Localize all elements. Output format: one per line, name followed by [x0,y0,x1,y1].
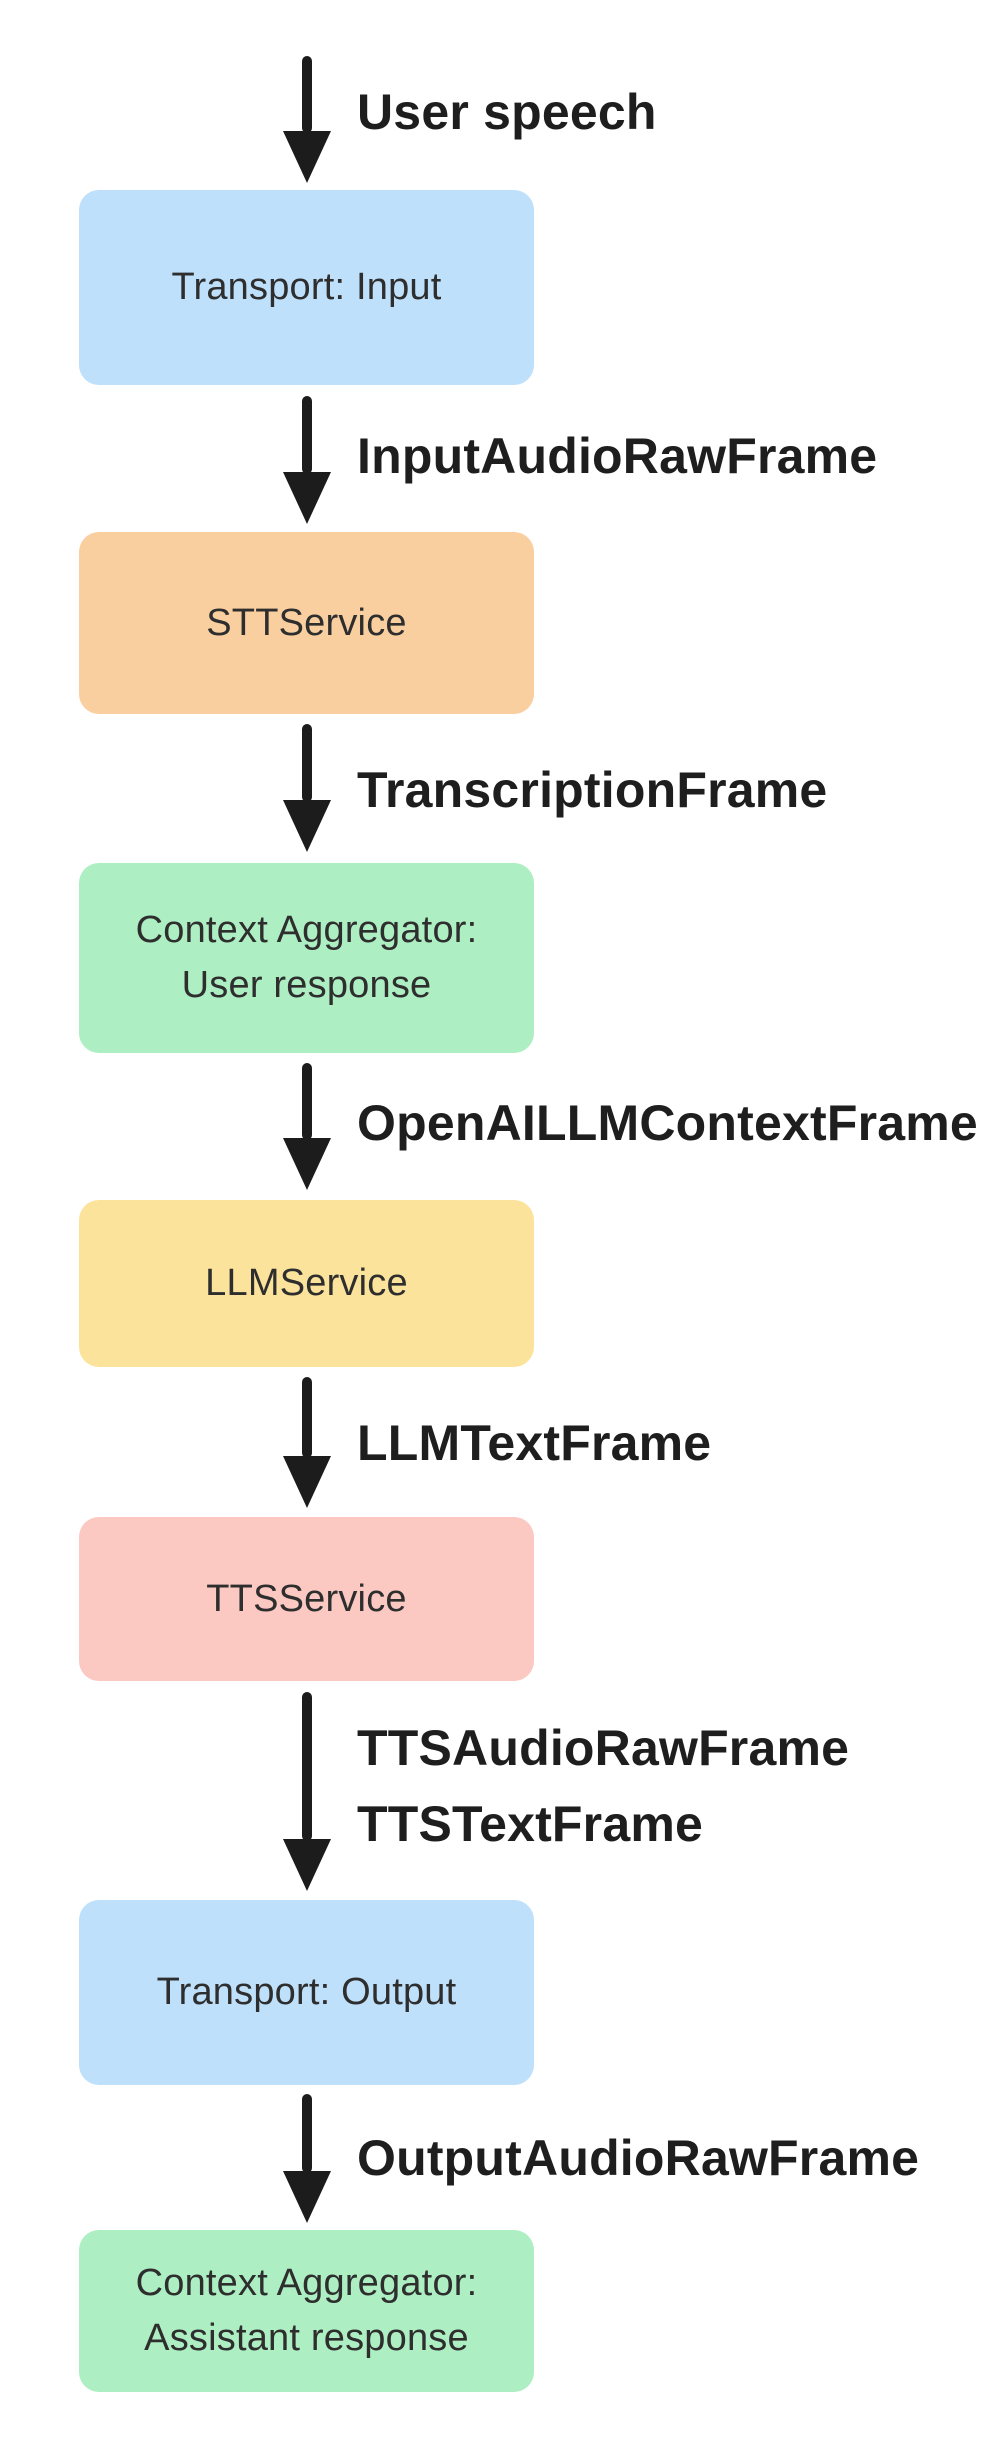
arrow-line [302,1692,312,1841]
node-label: User response [181,964,432,1006]
node-label: Assistant response [144,2317,469,2359]
node-stt-service: STTService [79,532,534,714]
arrow-line [302,56,312,133]
arrow-head-icon [283,2171,331,2223]
arrow-tts-frames [283,1692,331,1891]
arrow-head-icon [283,1456,331,1508]
arrow-line [302,2094,312,2173]
node-label: STTService [206,601,407,644]
edge-label-openai-llm-context-frame: OpenAILLMContextFrame [357,1095,978,1151]
arrow-line [302,1063,312,1140]
arrow-llm-text-frame [283,1377,331,1508]
edge-label-output-audio-raw-frame: OutputAudioRawFrame [357,2130,919,2186]
node-transport-input: Transport: Input [79,190,534,385]
arrow-head-icon [283,800,331,852]
node-label: Transport: Input [171,266,442,308]
edge-label-tts-frames: TTSAudioRawFrame TTSTextFrame [357,1710,849,1862]
edge-label-text: OutputAudioRawFrame [357,2130,920,2186]
node-tts-service: TTSService [79,1517,534,1681]
arrow-transcription-frame [283,724,331,852]
arrow-user-speech [283,56,331,183]
arrow-line [302,724,312,802]
node-label: Context Aggregator: [135,2262,478,2304]
node-label: Transport: Output [156,1971,457,2013]
arrow-head-icon [283,1138,331,1190]
node-label: TTSService [206,1577,407,1620]
edge-label-input-audio-raw-frame: InputAudioRawFrame [357,428,877,484]
edge-label-text: OpenAILLMContextFrame [357,1095,978,1151]
node-label: LLMService [205,1262,408,1304]
arrow-openai-llm-context-frame [283,1063,331,1190]
edge-label-text: TTSTextFrame [357,1796,704,1852]
node-context-aggregator-user: Context Aggregator: User response [79,863,534,1053]
arrow-line [302,396,312,474]
node-context-aggregator-assistant: Context Aggregator: Assistant response [79,2230,534,2392]
edge-label-transcription-frame: TranscriptionFrame [357,762,827,818]
arrow-head-icon [283,1839,331,1891]
node-llm-service: LLMService [79,1200,534,1367]
node-label: Context Aggregator: [135,909,478,951]
arrow-input-audio-raw-frame [283,396,331,524]
edge-label-text: LLMTextFrame [357,1415,712,1471]
arrow-head-icon [283,131,331,183]
arrow-output-audio-raw-frame [283,2094,331,2223]
arrow-head-icon [283,472,331,524]
edge-label-llm-text-frame: LLMTextFrame [357,1415,711,1471]
edge-label-text: TranscriptionFrame [357,762,828,818]
node-transport-output: Transport: Output [79,1900,534,2085]
arrow-line [302,1377,312,1458]
edge-label-text: TTSAudioRawFrame [357,1720,850,1776]
edge-label-text: InputAudioRawFrame [357,428,878,484]
edge-label-user-speech: User speech [357,84,657,140]
edge-label-text: User speech [357,84,657,140]
